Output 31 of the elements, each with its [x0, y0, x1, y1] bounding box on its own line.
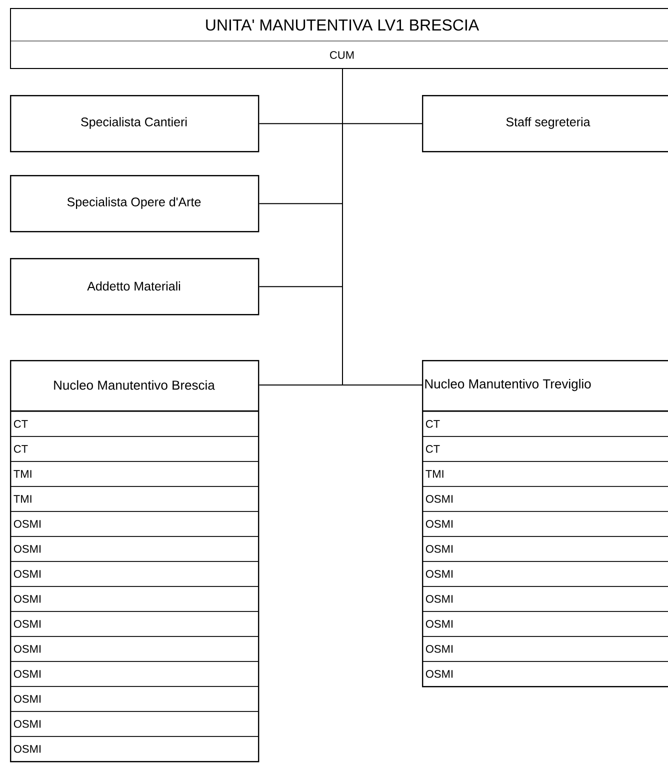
role-row: OSMI	[10, 636, 259, 662]
role-box: Specialista Opere d'Arte	[10, 175, 260, 232]
role-row: TMI	[422, 461, 668, 487]
role-row: TMI	[10, 486, 259, 512]
role-row: CT	[422, 411, 668, 437]
heading-box: UNITA' MANUTENTIVA LV1 BRESCIA CUM	[10, 8, 668, 69]
role-row: OSMI	[422, 561, 668, 587]
role-row: OSMI	[422, 511, 668, 537]
role-row: OSMI	[10, 611, 259, 637]
role-row: OSMI	[422, 586, 668, 612]
role-row: CT	[10, 411, 259, 437]
role-box: Specialista Cantieri	[10, 95, 260, 152]
role-row: OSMI	[422, 611, 668, 637]
role-row: OSMI	[422, 636, 668, 662]
role-row: OSMI	[422, 661, 668, 687]
role-row: OSMI	[422, 486, 668, 512]
connector-line	[342, 68, 422, 386]
role-row: CT	[422, 436, 668, 462]
role-row: OSMI	[10, 711, 259, 737]
role-box: Addetto Materiali	[10, 258, 260, 316]
role-row: OSMI	[10, 661, 259, 687]
role-row: OSMI	[10, 561, 259, 587]
role-row: CT	[10, 436, 259, 462]
role-row: OSMI	[422, 536, 668, 562]
role-row: OSMI	[10, 536, 259, 562]
role-box: Staff segreteria	[422, 95, 668, 152]
role-row: OSMI	[10, 586, 259, 612]
role-row: OSMI	[10, 686, 259, 712]
role-row: OSMI	[10, 736, 259, 762]
role-row: OSMI	[10, 511, 259, 537]
role-row: TMI	[10, 461, 259, 487]
